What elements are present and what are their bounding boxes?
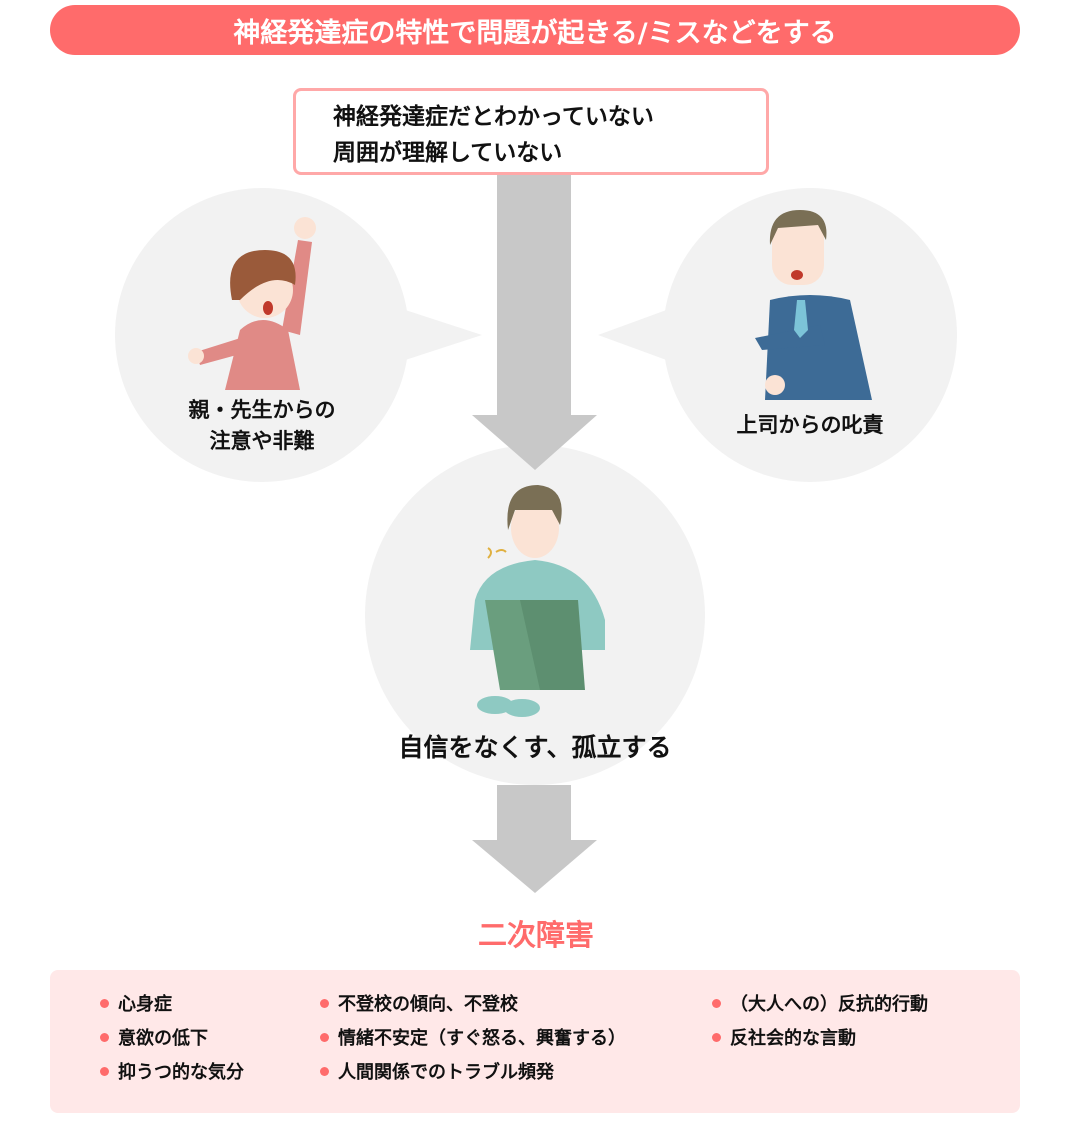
left-bubble-line-1: 親・先生からの [188,398,336,422]
angry-boss-illustration [755,210,872,400]
list-column-1: 心身症 意欲の低下 抑うつ的な気分 [100,994,244,1084]
list-item-text: 抑うつ的な気分 [118,1062,244,1083]
list-item: 抑うつ的な気分 [100,1062,244,1084]
list-item-text: 心身症 [118,994,172,1015]
cause-box: 神経発達症だとわかっていない 周囲が理解していない [293,88,769,175]
bullet-icon [100,1033,109,1042]
cause-line-2: 周囲が理解していない [333,140,563,166]
bullet-icon [320,1033,329,1042]
list-item: 情緒不安定（すぐ怒る、興奮する） [320,1028,626,1050]
list-item: 心身症 [100,994,244,1016]
list-column-3: （大人への）反抗的行動 反社会的な言動 [712,994,928,1050]
header-banner: 神経発達症の特性で問題が起きる/ミスなどをする [50,5,1020,55]
secondary-heading: 二次障害 [477,918,594,952]
bullet-icon [320,999,329,1008]
header-title: 神経発達症の特性で問題が起きる/ミスなどをする [233,17,837,49]
center-label: 自信をなくす、孤立する [398,733,672,762]
list-item: 人間関係でのトラブル頻発 [320,1062,626,1084]
bullet-icon [320,1067,329,1076]
list-item: （大人への）反抗的行動 [712,994,928,1016]
list-item: 不登校の傾向、不登校 [320,994,626,1016]
list-column-2: 不登校の傾向、不登校 情緒不安定（すぐ怒る、興奮する） 人間関係でのトラブル頻発 [320,994,626,1084]
angry-woman-illustration [188,217,316,390]
right-bubble-label: 上司からの叱責 [736,413,884,437]
down-arrow-1 [472,175,597,470]
list-item-text: 反社会的な言動 [730,1028,856,1049]
cause-line-1: 神経発達症だとわかっていない [333,104,654,130]
secondary-list: 心身症 意欲の低下 抑うつ的な気分 不登校の傾向、不登校 情緒不安定（すぐ怒る、… [50,970,1020,1113]
sad-man-illustration [470,485,605,717]
bullet-icon [100,999,109,1008]
list-item-text: 情緒不安定（すぐ怒る、興奮する） [338,1028,626,1049]
bullet-icon [712,1033,721,1042]
list-item-text: 不登校の傾向、不登校 [338,994,518,1015]
down-arrow-2 [472,785,597,893]
list-item: 意欲の低下 [100,1028,244,1050]
list-item: 反社会的な言動 [712,1028,928,1050]
list-item-text: 意欲の低下 [118,1028,208,1049]
bullet-icon [100,1067,109,1076]
left-bubble-line-2: 注意や非難 [209,429,315,453]
left-bubble-label: 親・先生からの 注意や非難 [142,395,382,457]
bullet-icon [712,999,721,1008]
list-item-text: （大人への）反抗的行動 [730,994,928,1015]
list-item-text: 人間関係でのトラブル頻発 [338,1062,554,1083]
